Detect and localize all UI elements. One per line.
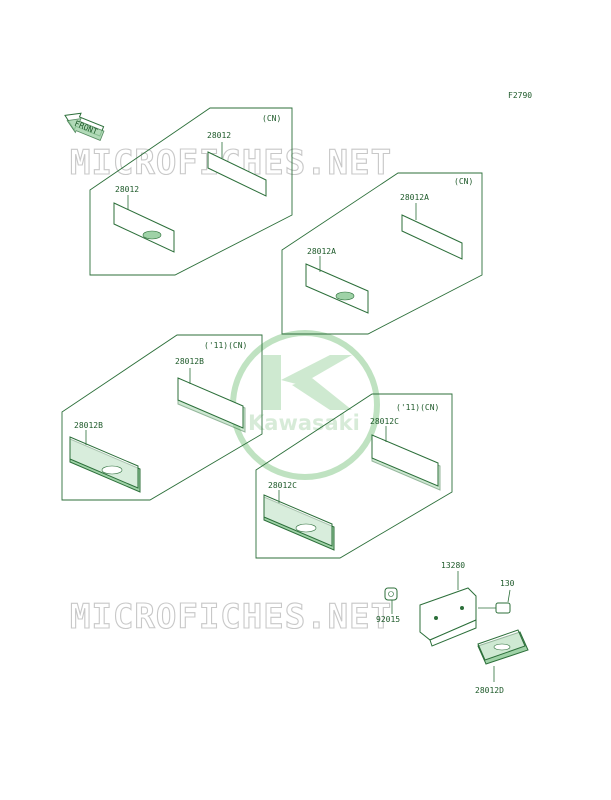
panel-4-variant: ('11)(CN) bbox=[396, 403, 439, 412]
sticker-28012c-upper bbox=[371, 426, 441, 491]
logo-letter-k bbox=[263, 355, 352, 410]
panel-2-border bbox=[281, 172, 483, 335]
sticker-28012-upper bbox=[207, 142, 267, 197]
bracket-assembly: 13280 130 92015 28012D bbox=[376, 561, 529, 695]
front-arrow-icon: FRONT bbox=[64, 112, 105, 141]
panel-1-border bbox=[89, 107, 293, 276]
figure-code: F2790 bbox=[508, 91, 532, 100]
panel-2-part-lower: 28012A bbox=[307, 247, 336, 256]
panel-4-border bbox=[255, 393, 453, 559]
panel-1: (CN) 28012 28012 bbox=[89, 107, 293, 276]
watermark-bottom-text: MICROFICHES.NET bbox=[70, 597, 392, 637]
panel-4-part-lower: 28012C bbox=[268, 481, 297, 490]
sticker-28012b-lower bbox=[69, 430, 141, 493]
sticker-28012c-lower bbox=[263, 490, 335, 551]
panel-2-part-upper: 28012A bbox=[400, 193, 429, 202]
panel-1-variant: (CN) bbox=[262, 114, 281, 123]
sticker-28012b-upper bbox=[177, 368, 246, 433]
panel-1-part-upper: 28012 bbox=[207, 131, 231, 140]
panel-3-part-lower: 28012B bbox=[74, 421, 103, 430]
panel-3: ('11)(CN) 28012B 28012B bbox=[61, 334, 263, 501]
watermark-bottom: MICROFICHES.NET bbox=[69, 596, 392, 637]
panel-4-part-upper: 28012C bbox=[370, 417, 399, 426]
logo-text: Kawasaki bbox=[248, 411, 360, 435]
panel-1-part-lower: 28012 bbox=[115, 185, 139, 194]
reflector-icon bbox=[477, 629, 529, 665]
sticker-28012a-lower bbox=[305, 256, 369, 314]
bolt-part-number: 130 bbox=[500, 579, 515, 588]
panel-2-variant: (CN) bbox=[454, 177, 473, 186]
bolt-icon bbox=[478, 602, 511, 614]
sticker-28012-lower bbox=[113, 195, 175, 253]
panel-3-part-upper: 28012B bbox=[175, 357, 204, 366]
nut-part-number: 92015 bbox=[376, 615, 400, 624]
nut-icon bbox=[384, 587, 398, 601]
panel-2: (CN) 28012A 28012A bbox=[281, 172, 483, 335]
bracket-part-number: 13280 bbox=[441, 561, 465, 570]
panel-3-border bbox=[61, 334, 263, 501]
sticker-28012a-upper bbox=[401, 203, 463, 260]
panel-3-variant: ('11)(CN) bbox=[204, 341, 247, 350]
bracket-icon bbox=[419, 587, 477, 647]
panel-4: ('11)(CN) 28012C 28012C bbox=[255, 393, 453, 559]
reflector-part-number: 28012D bbox=[475, 686, 504, 695]
